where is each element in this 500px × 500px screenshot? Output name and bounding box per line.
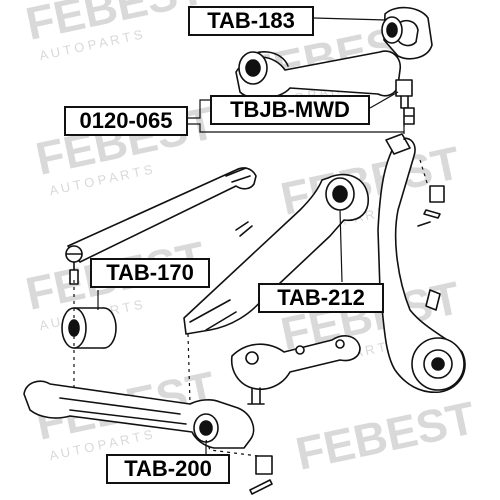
watermark-brand: FEBEST: [291, 391, 479, 480]
dash-line-4: [419, 159, 429, 187]
bushing-tab-170: [61, 307, 117, 349]
dash-line-2: [187, 333, 191, 405]
strut-rod: [65, 167, 257, 285]
lower-control-arm-rear: [23, 380, 273, 495]
callout-tbjb-mwd: TBJB-MWD: [210, 95, 370, 125]
leader-0120: [186, 99, 210, 119]
callout-tab-170: TAB-170: [90, 258, 210, 288]
ball-joint-parts: [403, 107, 415, 125]
watermark-1: FEBEST A U T O P A R T S: [21, 0, 209, 63]
upper-control-arm: [235, 6, 433, 109]
callout-tab-183: TAB-183: [188, 6, 314, 36]
callout-tab-200: TAB-200: [106, 454, 230, 484]
dash-line-3: [205, 439, 259, 457]
leader-tab183: [313, 17, 387, 21]
leader-0120b: [186, 123, 405, 133]
callout-tab-212: TAB-212: [258, 283, 384, 313]
leader-tab212: [339, 209, 343, 283]
watermark-8: FEBEST: [291, 391, 479, 480]
leader-lines: [73, 17, 429, 458]
lower-control-arm-front: [183, 173, 369, 335]
lower-ball-joint: [230, 335, 361, 405]
leader-tbjb: [369, 91, 399, 109]
steering-knuckle: [377, 133, 466, 394]
callout-0120-065: 0120-065: [64, 106, 188, 136]
